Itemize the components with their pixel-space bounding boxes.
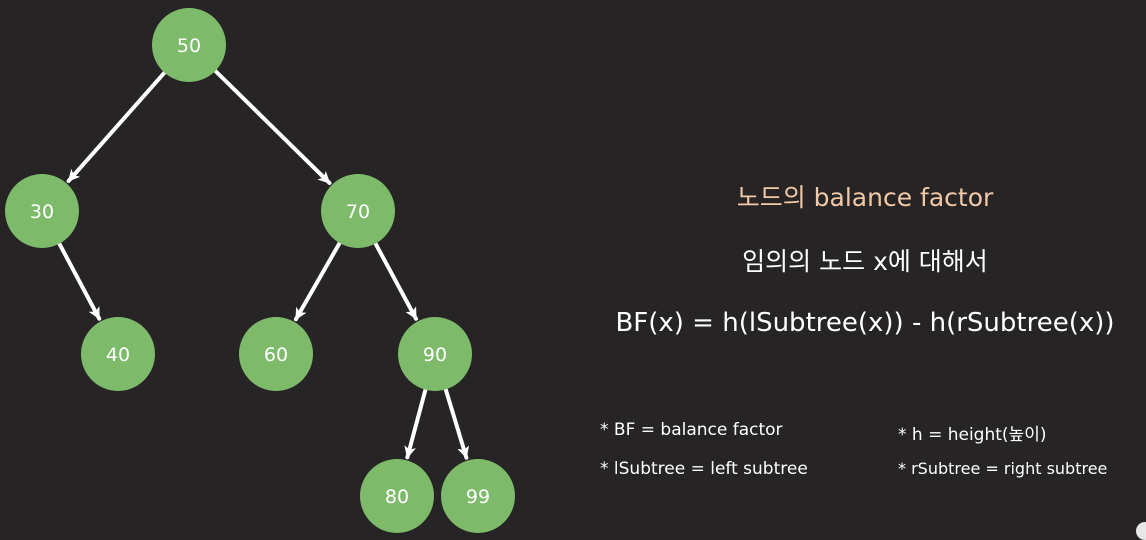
node-label: 30 [30, 201, 54, 223]
edge-70-60 [293, 237, 344, 322]
tree-node-99: 99 [441, 459, 515, 533]
node-circle [152, 8, 226, 82]
balance-factor-title: 노드의 balance factor [736, 183, 994, 212]
edge-90-99 [442, 383, 469, 460]
edge-70-90 [371, 238, 419, 321]
tree-node-30: 30 [5, 174, 79, 248]
node-circle [5, 174, 79, 248]
tree-node-50: 50 [152, 8, 226, 82]
edge-50-70 [210, 66, 332, 185]
edges-layer [55, 66, 469, 460]
tree-node-70: 70 [321, 174, 395, 248]
note-h-definition: * h = height(높이) [898, 425, 1047, 445]
node-label: 40 [106, 344, 130, 366]
edge-30-40 [55, 238, 102, 321]
node-circle [81, 317, 155, 391]
edge-50-30 [66, 67, 170, 184]
balance-factor-subtitle: 임의의 노드 x에 대해서 [742, 247, 988, 276]
tree-node-40: 40 [81, 317, 155, 391]
tree-node-90: 90 [398, 317, 472, 391]
node-circle [360, 459, 434, 533]
node-circle [321, 174, 395, 248]
note-lsubtree-definition: * lSubtree = left subtree [600, 459, 808, 479]
node-label: 99 [466, 486, 490, 508]
node-label: 50 [177, 35, 201, 57]
tree-node-80: 80 [360, 459, 434, 533]
tree-node-60: 60 [239, 317, 313, 391]
node-label: 70 [346, 201, 370, 223]
node-label: 80 [385, 486, 409, 508]
nodes-layer: 50 30 70 40 60 90 80 99 [5, 8, 515, 533]
node-circle [239, 317, 313, 391]
node-label: 90 [423, 344, 447, 366]
note-rsubtree-definition: * rSubtree = right subtree [898, 459, 1108, 478]
node-circle [441, 459, 515, 533]
node-label: 60 [264, 344, 288, 366]
corner-circle-icon [1136, 522, 1146, 540]
note-bf-definition: * BF = balance factor [600, 420, 783, 440]
balance-factor-formula: BF(x) = h(lSubtree(x)) - h(rSubtree(x)) [615, 308, 1115, 338]
node-circle [398, 317, 472, 391]
edge-90-80 [404, 383, 429, 460]
